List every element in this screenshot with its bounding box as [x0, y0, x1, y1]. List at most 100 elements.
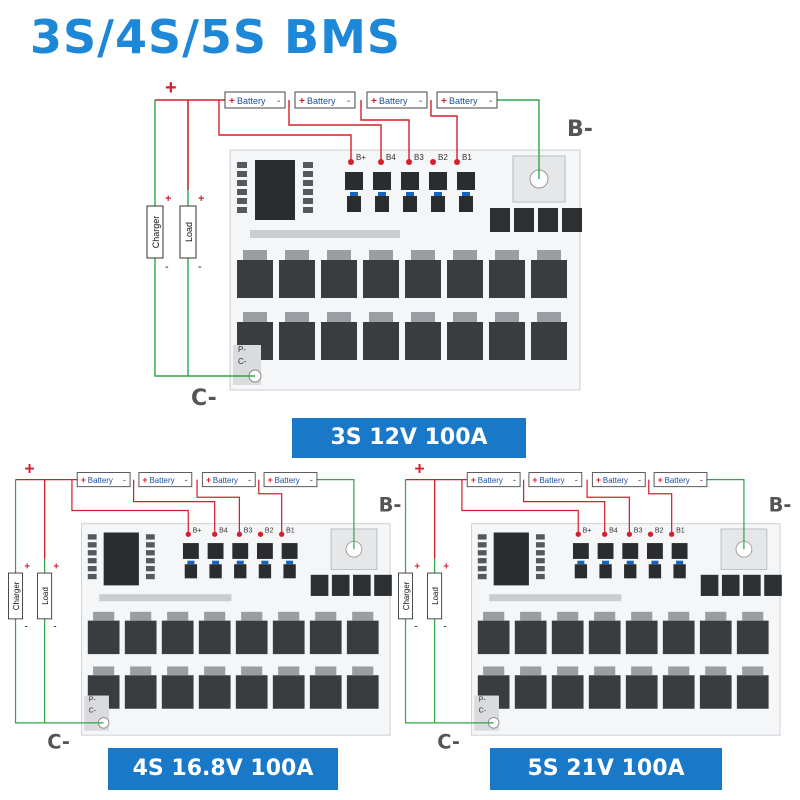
smd-component: [535, 558, 545, 564]
mosfet: [235, 620, 268, 655]
balance-pad-label: B3: [414, 153, 424, 162]
battery-cell: +Battery-: [466, 472, 521, 488]
balance-pad-label: B1: [676, 528, 685, 535]
smd-component: [303, 189, 313, 195]
smd-component: [145, 558, 155, 564]
mosfet: [237, 260, 273, 298]
charger-negative-wire: [404, 479, 494, 724]
charger-box-outline: [146, 205, 164, 259]
mosfet: [447, 260, 483, 298]
b-minus-wire: [315, 479, 355, 550]
plus-sign: +: [414, 562, 420, 573]
smd-component: [406, 192, 414, 196]
diode: [310, 574, 329, 596]
balance-chip: [671, 543, 688, 559]
smd-component: [303, 198, 313, 204]
balance-wire-b3: [196, 479, 240, 535]
load-box-label: Load: [431, 587, 440, 605]
battery-plus: +: [81, 475, 86, 485]
balance-chip: [182, 543, 199, 559]
mosfet-tab: [495, 312, 519, 322]
smd-component: [145, 565, 155, 572]
charger-box-outline: [398, 572, 414, 620]
minus-sign: -: [414, 621, 417, 632]
balance-chip: [209, 564, 222, 579]
charger-negative-wire: [14, 479, 104, 724]
minus-sign: -: [443, 621, 446, 632]
mosfet-tab: [594, 666, 616, 676]
mosfet: [531, 260, 567, 298]
balance-pad: [626, 531, 633, 537]
balance-wire-b-plus: [71, 479, 189, 535]
battery-plus: +: [371, 96, 377, 107]
battery-minus: -: [575, 475, 578, 485]
smd-component: [477, 573, 487, 580]
battery-box: [263, 472, 318, 488]
caption-text: 3S 12V 100A: [330, 425, 488, 450]
smd-component: [477, 565, 487, 572]
b-minus-label: B-: [567, 117, 593, 142]
diode: [538, 208, 558, 232]
c-minus-label: C-: [191, 386, 217, 411]
mosfet: [489, 260, 525, 298]
mosfet-tab: [130, 611, 152, 621]
balance-chip: [599, 564, 612, 579]
battery-cell: +Battery-: [138, 472, 193, 488]
battery-label: Battery: [603, 476, 628, 485]
mosfet-tab: [278, 666, 300, 676]
smd-component: [237, 180, 247, 186]
control-ic: [103, 532, 139, 586]
battery-cell: +Battery-: [653, 472, 708, 488]
diode: [700, 574, 719, 596]
balance-pad: [279, 531, 285, 537]
battery-label: Battery: [449, 96, 478, 106]
smd-component: [477, 542, 487, 548]
balance-pad: [575, 531, 581, 537]
battery-minus: -: [277, 96, 280, 107]
smd-component: [535, 542, 545, 548]
smd-component: [236, 560, 244, 565]
mosfet-tab: [352, 611, 374, 621]
balance-chip: [347, 196, 361, 212]
balance-pad: [602, 531, 608, 537]
balance-chip: [207, 543, 224, 559]
smd-component: [145, 573, 155, 580]
balance-chip: [574, 564, 588, 579]
mosfet-tab: [285, 250, 309, 260]
mosfet: [272, 620, 305, 655]
mosfet: [279, 322, 315, 360]
balance-pad-label: B3: [634, 528, 643, 535]
battery-minus: -: [638, 475, 641, 485]
balance-chip: [375, 196, 389, 212]
mosfet-tab: [742, 611, 764, 621]
battery-box: [436, 91, 498, 109]
balance-pad: [212, 531, 218, 537]
balance-wire-b4: [133, 479, 216, 535]
balance-chip: [597, 543, 614, 559]
mosfet-tab: [204, 666, 226, 676]
charger-box-label: Charger: [12, 581, 21, 610]
mosfet: [588, 675, 621, 709]
battery-minus: -: [185, 475, 188, 485]
minus-sign: -: [198, 261, 202, 273]
mosfet: [514, 620, 547, 655]
smd-component: [87, 550, 97, 556]
balance-wire-b2: [430, 100, 458, 162]
mosfet-tab: [537, 250, 561, 260]
battery-plus: +: [206, 475, 211, 485]
balance-pad-label: B+: [583, 528, 592, 535]
smd-component: [87, 565, 97, 572]
mosfet: [321, 322, 357, 360]
mosfet-tab: [167, 611, 189, 621]
balance-wire-b4: [288, 100, 382, 162]
b-minus-wire: [705, 479, 745, 550]
battery-minus: -: [248, 475, 251, 485]
smd-component: [303, 171, 313, 177]
mosfet: [198, 675, 231, 709]
battery-cell: +Battery-: [201, 472, 256, 488]
mosfet-tab: [631, 666, 653, 676]
diode: [374, 574, 392, 596]
balance-pad-label: B4: [386, 153, 396, 162]
mosfet: [87, 620, 120, 655]
